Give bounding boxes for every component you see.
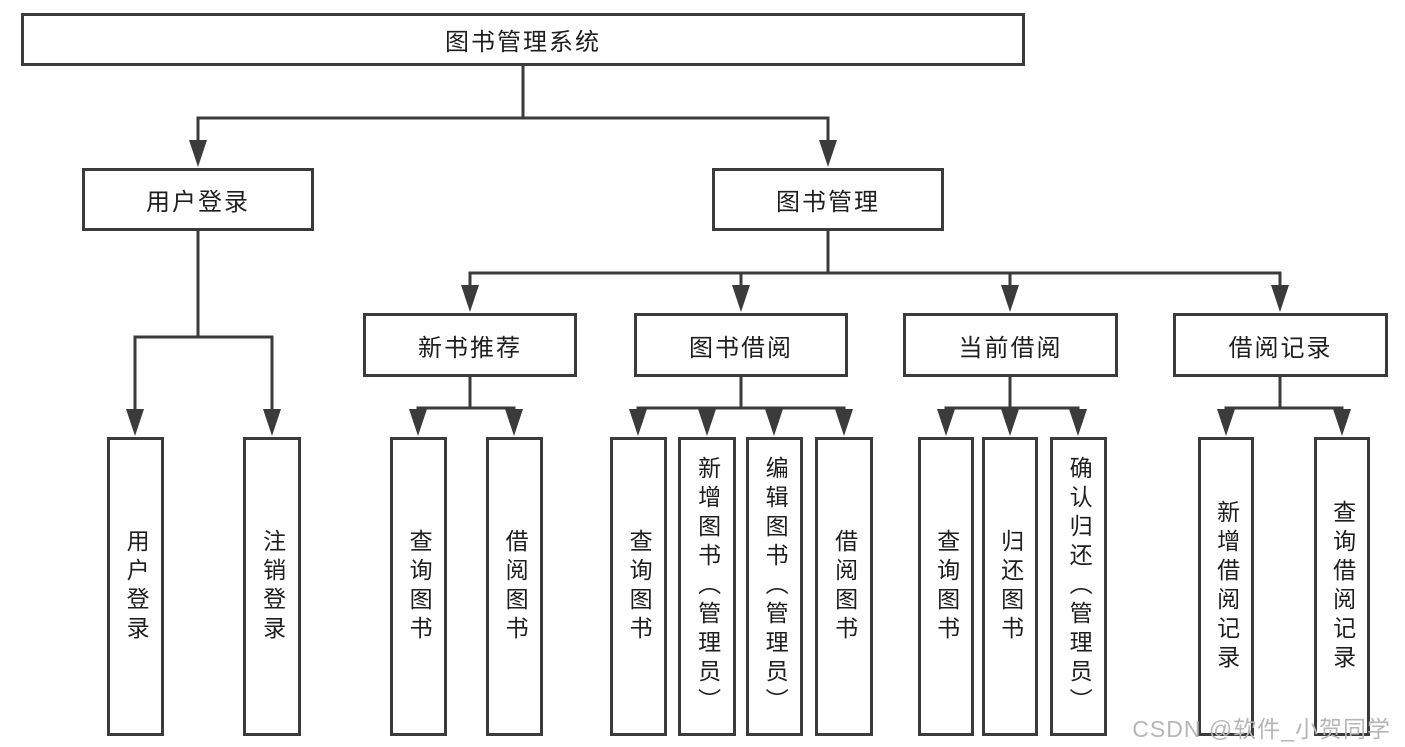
node-label: 用户登录 — [123, 528, 150, 645]
node-label: 编辑图书（管理员） — [762, 456, 789, 717]
node-label: 查询图书 — [406, 528, 433, 645]
csdn-watermark: CSDN @软件_小贺同学 — [1132, 716, 1391, 742]
leaf-confirm-return-admin: 确认归还（管理员） — [1050, 437, 1107, 736]
node-label: 查询借阅记录 — [1329, 499, 1356, 674]
leaf-borrow-books: 借阅图书 — [815, 437, 873, 736]
node-user-login-branch: 用户登录 — [82, 168, 314, 231]
node-label: 图书管理系统 — [445, 29, 601, 56]
node-label: 用户登录 — [146, 189, 250, 216]
node-label: 图书管理 — [776, 189, 880, 216]
leaf-query-books-current: 查询图书 — [918, 437, 974, 736]
node-label: 查询图书 — [626, 528, 653, 645]
node-book-borrowing: 图书借阅 — [634, 313, 848, 377]
leaf-borrow-books-recommend: 借阅图书 — [486, 437, 543, 736]
node-label: 新书推荐 — [418, 334, 522, 362]
node-label: 借阅图书 — [831, 528, 858, 645]
node-book-management-branch: 图书管理 — [712, 168, 944, 231]
node-label: 借阅图书 — [502, 528, 529, 645]
arrowheads — [126, 140, 1351, 436]
leaf-return-book: 归还图书 — [982, 437, 1038, 736]
node-label: 新增借阅记录 — [1213, 499, 1240, 674]
node-borrowing-records: 借阅记录 — [1173, 313, 1388, 377]
leaf-add-borrow-record: 新增借阅记录 — [1198, 437, 1254, 736]
node-library-management-system: 图书管理系统 — [21, 13, 1025, 66]
node-new-book-recommendation: 新书推荐 — [363, 313, 577, 377]
node-label: 查询图书 — [933, 528, 960, 645]
leaf-user-login: 用户登录 — [107, 437, 164, 736]
leaf-query-books-recommend: 查询图书 — [390, 437, 447, 736]
node-label: 当前借阅 — [958, 334, 1063, 362]
node-label: 注销登录 — [259, 528, 286, 645]
node-current-borrowing: 当前借阅 — [903, 313, 1118, 377]
node-label: 借阅记录 — [1228, 334, 1333, 362]
leaf-edit-book-admin: 编辑图书（管理员） — [746, 437, 803, 736]
leaf-add-book-admin: 新增图书（管理员） — [678, 437, 736, 736]
leaf-query-borrow-record: 查询借阅记录 — [1314, 437, 1370, 736]
node-label: 确认归还（管理员） — [1066, 456, 1093, 717]
node-label: 归还图书 — [997, 528, 1024, 645]
node-label: 图书借阅 — [689, 334, 793, 362]
leaf-logout: 注销登录 — [243, 437, 301, 736]
leaf-query-books-borrow: 查询图书 — [610, 437, 667, 736]
node-label: 新增图书（管理员） — [694, 456, 721, 717]
